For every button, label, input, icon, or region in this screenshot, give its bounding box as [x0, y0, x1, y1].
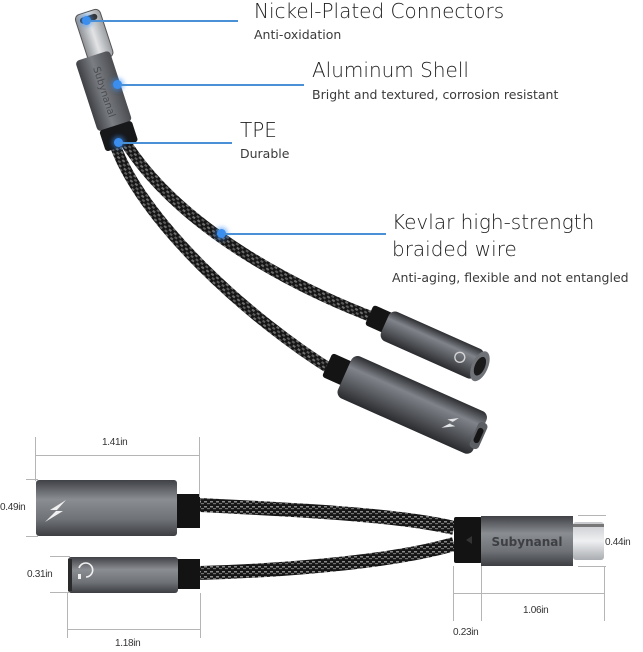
dim-usbc-body: [481, 516, 573, 566]
dim-headphone-icon: [78, 562, 94, 578]
dim-guide: [50, 592, 70, 593]
callout-title-kevlar-line2: braided wire: [392, 237, 517, 261]
callout-subtitle-shell: Bright and textured, corrosion resistant: [312, 87, 559, 102]
dim-cable-upper: [199, 498, 456, 535]
audio-jack-housing: [365, 305, 490, 382]
dim-cable-lower: [199, 537, 456, 580]
callout-title-connectors: Nickel-Plated Connectors: [254, 0, 505, 23]
dim-guide: [35, 437, 36, 481]
dim-lightning-body: [36, 480, 177, 536]
lightning-housing: [322, 353, 488, 454]
callout-title-shell: Aluminum Shell: [312, 58, 469, 82]
braided-cable-audio: [119, 137, 382, 326]
aluminum-shell: Subynanal: [76, 51, 132, 131]
callout-line-connector: [88, 20, 238, 22]
dim-line-audio-length: [67, 629, 201, 630]
callout-dot-kevlar: [217, 229, 226, 238]
lightning-icon: [441, 418, 459, 428]
braided-cable-lightning: [108, 140, 338, 377]
dim-lightning-boot: [176, 494, 200, 528]
dim-label-lightning-height: 0.49in: [0, 502, 26, 513]
dim-guide: [578, 566, 606, 567]
dim-brand-label: Subynanal: [492, 535, 563, 549]
callout-dot-tpe: [114, 138, 123, 147]
callout-dot-connector: [82, 16, 91, 25]
callout-subtitle-connectors: Anti-oxidation: [254, 27, 342, 42]
callout-subtitle-kevlar: Anti-aging, flexible and not entangled: [392, 270, 629, 285]
dim-line-usbc-length: [453, 593, 605, 594]
dim-label-audio-height: 0.31in: [27, 569, 53, 580]
dim-lightning-icon: [45, 500, 66, 522]
dim-audio-body: [68, 557, 178, 593]
dim-guide: [199, 437, 200, 497]
dim-label-usbc-body-length: 1.06in: [523, 605, 549, 616]
dim-audio-boot: [176, 559, 200, 589]
callout-line-shell: [120, 84, 304, 86]
dim-guide: [50, 556, 70, 557]
dim-guide: [26, 536, 38, 537]
dim-label-usbc-boot-length: 0.23in: [453, 627, 479, 638]
dim-guide: [200, 593, 201, 638]
callout-title-kevlar-line1: Kevlar high-strength: [392, 210, 595, 234]
dim-label-audio-length: 1.18in: [115, 638, 141, 649]
callout-dot-shell: [113, 80, 122, 89]
callout-line-tpe: [120, 142, 232, 144]
dim-label-usbc-height: 0.44in: [605, 537, 631, 548]
callout-line-kevlar: [224, 233, 386, 235]
tpe-boot: [99, 121, 138, 151]
dim-guide: [578, 515, 606, 516]
dim-usbc-plug: [573, 522, 604, 560]
dim-line-lightning-length: [35, 455, 200, 456]
callout-subtitle-tpe: Durable: [240, 146, 290, 161]
dim-guide: [67, 593, 68, 638]
callout-title-tpe: TPE: [240, 118, 277, 142]
dim-guide: [26, 479, 38, 480]
dim-label-lightning-length: 1.41in: [102, 437, 128, 448]
